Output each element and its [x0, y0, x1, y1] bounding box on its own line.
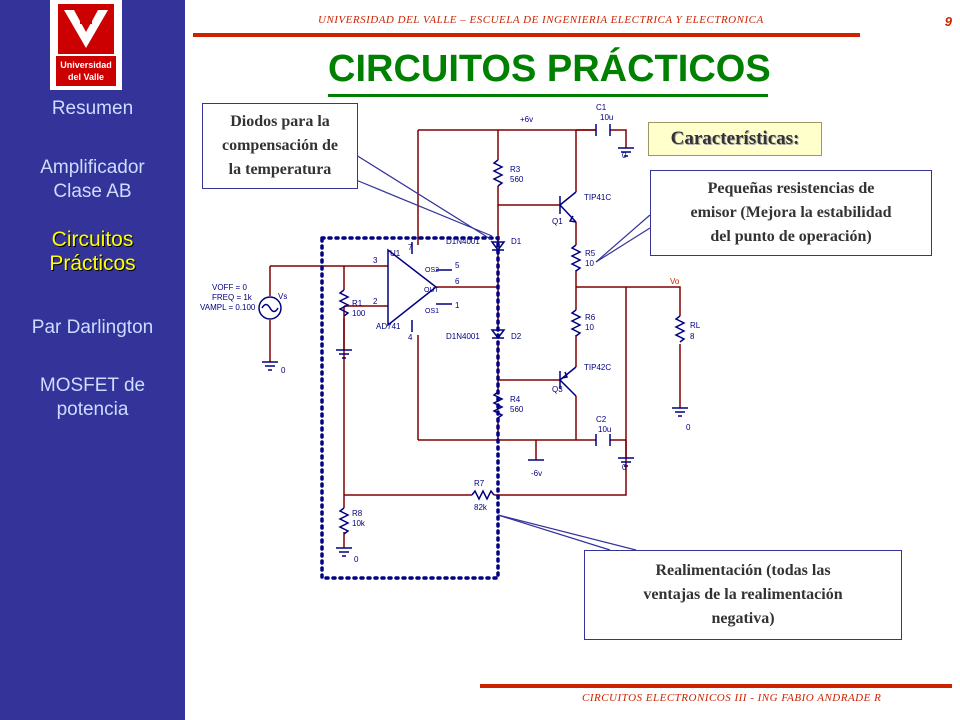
nav-mosfet-label-2: potencia [56, 399, 129, 420]
callout-feedback-line-3: negativa) [711, 610, 775, 627]
u1-pin-6: 6 [455, 277, 460, 286]
u1-part: AD741 [376, 322, 401, 331]
vcc-label: +6v [520, 115, 533, 124]
r3-value: 560 [510, 175, 524, 184]
callout-feedback-line-2: ventajas de la realimentación [643, 586, 843, 603]
u1-pin-os2: OS2 [425, 267, 439, 274]
callout-resistors: Pequeñas resistencias de emisor (Mejora … [650, 170, 932, 256]
nav-amplificador-clase-ab[interactable]: Amplificador Clase AB [0, 156, 185, 204]
r1-name: R1 [352, 299, 363, 308]
ground-label-c2: 0 [622, 463, 627, 472]
c2-name: C2 [596, 415, 607, 424]
u1-pin-out: OUT [424, 287, 440, 294]
callout-feedback: Realimentación (todas las ventajas de la… [584, 550, 902, 640]
page-number: 9 [944, 14, 952, 29]
nav-resumen-label: Resumen [51, 98, 134, 119]
callout-pointers [355, 154, 651, 551]
u1-name: U1 [390, 249, 401, 258]
u1-pin-7: 7 [408, 243, 413, 252]
callout-diodes-line-2: compensación de [222, 137, 338, 154]
r4-value: 560 [510, 405, 524, 414]
r8-name: R8 [352, 509, 363, 518]
callout-diodes-line-3: la temperatura [228, 161, 332, 178]
footer-rule [480, 684, 952, 688]
r3-name: R3 [510, 165, 521, 174]
footer-text: CIRCUITOS ELECTRONICOS III - ING FABIO A… [582, 692, 882, 704]
r6-name: R6 [585, 313, 596, 322]
ground-label-vs: 0 [281, 366, 286, 375]
q1-part: TIP41C [584, 193, 611, 202]
d1-part: D1N4001 [446, 237, 480, 246]
ground-label-r8: 0 [354, 555, 359, 564]
nav-mosfet-potencia[interactable]: MOSFET de potencia [0, 374, 185, 422]
rl-name: RL [690, 321, 701, 330]
callout-resistors-line-3: del punto de operación) [710, 228, 872, 245]
nav-resumen[interactable]: Resumen [0, 97, 185, 121]
u1-pin-5: 5 [455, 261, 460, 270]
r1-value: 100 [352, 309, 366, 318]
c1-value: 10u [600, 113, 613, 122]
title-underline [328, 94, 768, 97]
nav-mosfet-label-1: MOSFET de [39, 375, 146, 396]
r7-name: R7 [474, 479, 485, 488]
logo-text-2: del Valle [68, 72, 104, 82]
q3-part: TIP42C [584, 363, 611, 372]
header-rule [193, 33, 860, 37]
nav-amplificador-label-2: Clase AB [53, 181, 132, 202]
nav-circuitos-label-2: Prácticos [49, 252, 136, 275]
r6-value: 10 [585, 323, 594, 332]
r7-value: 82k [474, 503, 488, 512]
nav-par-darlington-label: Par Darlington [31, 317, 154, 338]
vs-param-voff: VOFF = 0 [212, 283, 247, 292]
vee-label: -6v [531, 469, 542, 478]
nav-circuitos-practicos[interactable]: Circuitos Prácticos [0, 228, 185, 276]
r5-value: 10 [585, 259, 594, 268]
vo-label: Vo [670, 277, 680, 286]
callout-feedback-line-1: Realimentación (todas las [655, 562, 831, 579]
ground-label-rl: 0 [686, 423, 691, 432]
callout-resistors-line-1: Pequeñas resistencias de [707, 180, 875, 197]
nav-par-darlington[interactable]: Par Darlington [0, 316, 185, 340]
c2-value: 10u [598, 425, 611, 434]
u1-pin-2: 2 [373, 297, 378, 306]
d2-part: D1N4001 [446, 332, 480, 341]
callout-diodes-line-1: Diodos para la [230, 113, 330, 130]
u1-pin-1: 1 [455, 301, 460, 310]
c1-name: C1 [596, 103, 607, 112]
logo-graphic: Universidad del Valle [56, 4, 116, 86]
r8-value: 10k [352, 519, 366, 528]
r5-name: R5 [585, 249, 596, 258]
u1-pin-os1: OS1 [425, 308, 439, 315]
ground-label-c1: 0 [622, 151, 627, 160]
circuit-wires [269, 129, 681, 548]
u1-pin-3: 3 [373, 256, 378, 265]
u1-pin-4: 4 [408, 333, 413, 342]
feedback-highlight-box [320, 236, 500, 580]
vs-param-freq: FREQ = 1k [212, 293, 253, 302]
d1-name: D1 [511, 237, 522, 246]
logo-text-1: Universidad [60, 60, 112, 70]
q1-name: Q1 [552, 217, 563, 226]
nav-circuitos-label-1: Circuitos [51, 228, 134, 251]
header-university: UNIVERSIDAD DEL VALLE – ESCUELA DE INGEN… [318, 14, 764, 26]
callout-diodes: Diodos para la compensación de la temper… [202, 103, 358, 189]
rl-value: 8 [690, 332, 695, 341]
r4-name: R4 [510, 395, 521, 404]
page-title: CIRCUITOS PRÁCTICOS [328, 48, 771, 90]
vs-param-vampl: VAMPL = 0.100 [200, 303, 256, 312]
callout-resistors-line-2: emisor (Mejora la estabilidad [690, 204, 892, 221]
q3-name: Q3 [552, 385, 563, 394]
caracteristicas-box: Características: [648, 122, 822, 156]
vs-name: Vs [278, 292, 287, 301]
university-logo: Universidad del Valle [50, 0, 122, 90]
nav-amplificador-label-1: Amplificador [40, 157, 145, 178]
d2-name: D2 [511, 332, 522, 341]
sidebar: Universidad del Valle Resumen Amplificad… [0, 0, 185, 720]
